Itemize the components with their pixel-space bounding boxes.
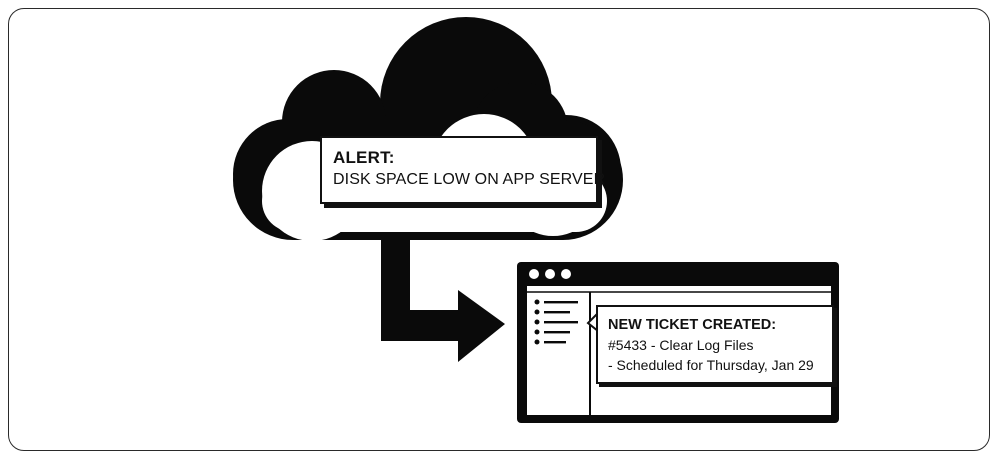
alert-callout: ALERT: DISK SPACE LOW ON APP SERVER (320, 136, 606, 204)
alert-title: ALERT: (333, 148, 395, 167)
alert-message: DISK SPACE LOW ON APP SERVER (333, 171, 606, 188)
ticket-id-line: #5433 - Clear Log Files (608, 337, 754, 353)
cloud-icon (233, 17, 623, 241)
window-dot-1 (529, 269, 539, 279)
flow-arrow-icon (381, 236, 505, 362)
window-dot-2 (545, 269, 555, 279)
window-dot-3 (561, 269, 571, 279)
sidebar-list-icon (534, 299, 578, 345)
ticket-schedule-line: - Scheduled for Thursday, Jan 29 (608, 357, 814, 373)
ticket-title: NEW TICKET CREATED: (608, 317, 777, 333)
ticket-callout: NEW TICKET CREATED: #5433 - Clear Log Fi… (596, 305, 834, 384)
